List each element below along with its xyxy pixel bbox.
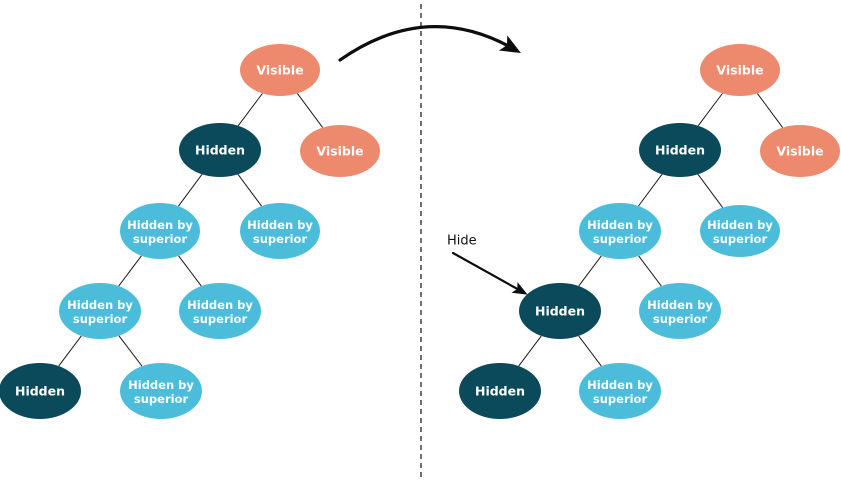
node-ellipse[interactable] bbox=[459, 363, 541, 419]
tree-node-visible[interactable]: Visible bbox=[700, 44, 780, 96]
node-ellipse[interactable] bbox=[120, 203, 200, 259]
tree-edge bbox=[58, 335, 82, 367]
tree-edge bbox=[697, 173, 724, 208]
node-ellipse[interactable] bbox=[0, 363, 81, 419]
hide-annotation-label: Hide bbox=[447, 234, 477, 249]
tree-edge bbox=[178, 173, 203, 207]
tree-edge bbox=[237, 173, 262, 207]
tree-node-visible[interactable]: Visible bbox=[760, 125, 840, 177]
tree-edges bbox=[58, 93, 784, 367]
node-ellipse[interactable] bbox=[179, 123, 261, 177]
tree-node-hidden[interactable]: Hidden bbox=[179, 123, 261, 177]
node-ellipse[interactable] bbox=[700, 205, 780, 257]
tree-edge bbox=[518, 335, 542, 367]
node-ellipse[interactable] bbox=[700, 44, 780, 96]
tree-edge bbox=[697, 93, 723, 127]
node-ellipse[interactable] bbox=[579, 363, 661, 419]
node-ellipse[interactable] bbox=[240, 44, 320, 96]
node-ellipse[interactable] bbox=[519, 283, 601, 339]
tree-node-hidden[interactable]: Hidden bbox=[0, 363, 81, 419]
tree-edge bbox=[578, 255, 602, 287]
node-ellipse[interactable] bbox=[760, 125, 840, 177]
node-ellipse[interactable] bbox=[179, 283, 261, 339]
tree-edge bbox=[237, 93, 263, 127]
tree-edge bbox=[178, 255, 202, 287]
tree-node-visible[interactable]: Visible bbox=[300, 125, 380, 177]
tree-edge bbox=[638, 255, 662, 287]
tree-edge bbox=[118, 335, 143, 367]
node-ellipse[interactable] bbox=[579, 203, 661, 259]
node-ellipse[interactable] bbox=[300, 125, 380, 177]
tree-node-hidden[interactable]: Hidden bbox=[519, 283, 601, 339]
node-ellipse[interactable] bbox=[240, 203, 320, 259]
hide-arrow bbox=[451, 251, 528, 295]
transition-arrow bbox=[338, 25, 521, 62]
tree-node-hidden[interactable]: Hidden bbox=[639, 123, 721, 177]
tree-node-hidden[interactable]: Hidden bbox=[459, 363, 541, 419]
tree-edge bbox=[578, 335, 602, 367]
node-ellipse[interactable] bbox=[120, 363, 202, 419]
tree-edge bbox=[118, 255, 142, 287]
tree-node-visible[interactable]: Visible bbox=[240, 44, 320, 96]
node-ellipse[interactable] bbox=[639, 283, 721, 339]
tree-edge bbox=[296, 93, 324, 128]
tree-edge bbox=[756, 93, 784, 128]
node-ellipse[interactable] bbox=[639, 123, 721, 177]
node-ellipse[interactable] bbox=[59, 283, 141, 339]
tree-edge bbox=[638, 173, 663, 207]
